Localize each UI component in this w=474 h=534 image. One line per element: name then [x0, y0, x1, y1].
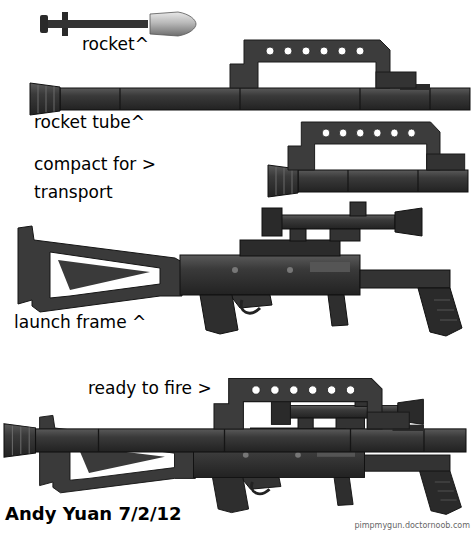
author-credit: Andy Yuan 7/2/12: [5, 503, 182, 525]
part-label: ready to fire >: [88, 378, 212, 398]
part-label: launch frame ^: [14, 312, 146, 332]
rocket-drawing: [40, 12, 196, 36]
watermark: pimpmygun.doctornoob.com: [354, 521, 470, 531]
part-label: compact for > transport: [34, 150, 184, 206]
part-label: rocket tube^: [34, 112, 145, 132]
compact-tube-drawing: [268, 122, 468, 197]
part-label: rocket^: [82, 34, 149, 54]
assembled-launcher-drawing: [4, 379, 466, 515]
